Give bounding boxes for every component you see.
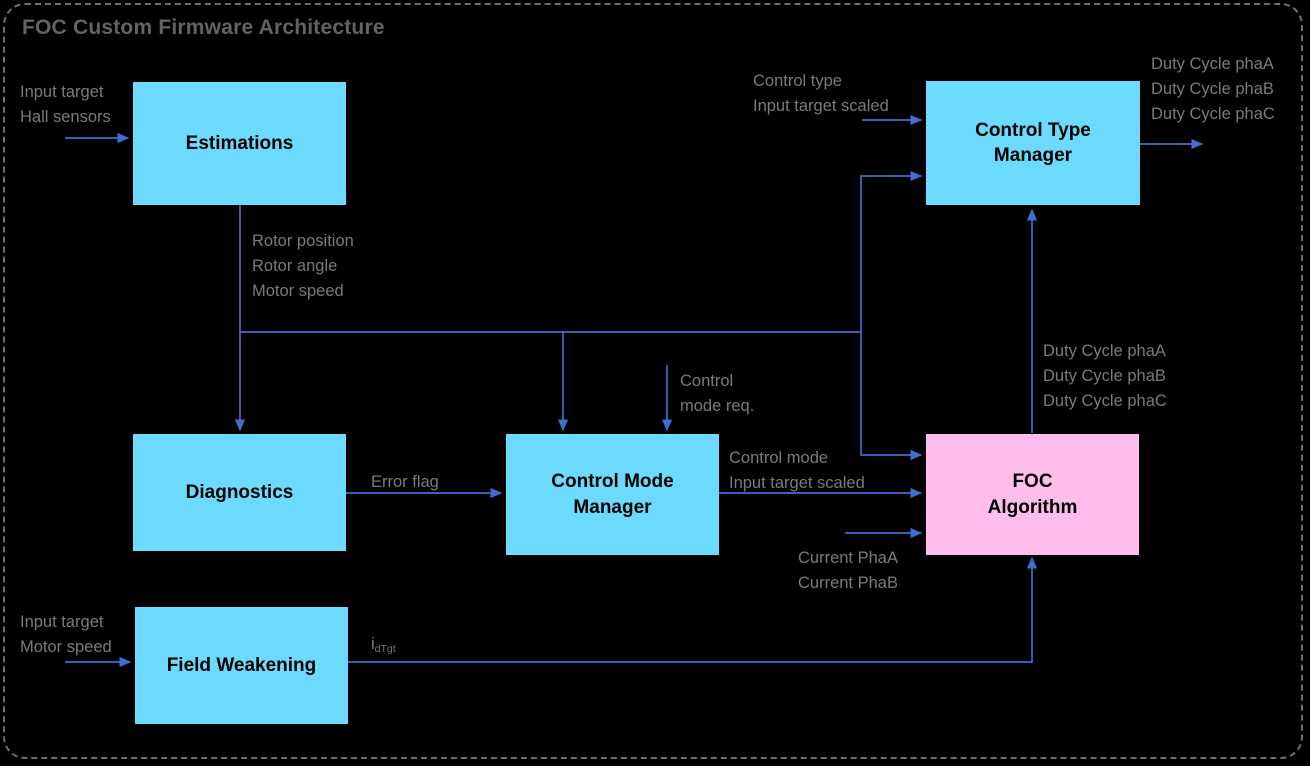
diagram-title: FOC Custom Firmware Architecture	[22, 16, 385, 39]
label-idtgt-subscript: dTgt	[374, 643, 396, 655]
node-estimations[interactable]: Estimations	[133, 82, 346, 205]
label-error-flag: Error flag	[371, 473, 439, 491]
edge-field-weakening-to-foc	[348, 556, 1038, 663]
node-control-mode-manager[interactable]: Control Mode Manager	[506, 434, 719, 555]
node-field-weakening-label: Field Weakening	[166, 654, 317, 676]
label-current-phases: Current PhaA Current PhaB	[798, 549, 898, 593]
label-field-weakening-input: Input target Motor speed	[20, 613, 112, 657]
label-control-mode-output: Control mode Input target scaled	[729, 449, 865, 493]
node-control-type-manager-label: Control Type Manager	[975, 119, 1091, 166]
label-idtgt-base: i	[371, 635, 375, 653]
label-control-mode-req: Control mode req.	[680, 372, 755, 416]
node-diagnostics-label: Diagnostics	[185, 481, 294, 503]
node-field-weakening[interactable]: Field Weakening	[135, 607, 348, 724]
node-foc-algorithm[interactable]: FOC Algorithm	[926, 434, 1139, 555]
label-field-weakening-output: idTgt	[371, 632, 396, 657]
node-foc-algorithm-label: FOC Algorithm	[987, 471, 1078, 518]
label-control-type-output: Duty Cycle phaA Duty Cycle phaB Duty Cyc…	[1151, 55, 1275, 124]
label-control-type-input: Control type Input target scaled	[753, 72, 889, 116]
label-estimations-input: Input target Hall sensors	[20, 83, 111, 127]
node-diagnostics[interactable]: Diagnostics	[133, 434, 346, 551]
label-estimations-output: Rotor position Rotor angle Motor speed	[252, 232, 354, 301]
edge-bus-to-control-type-manager	[860, 170, 923, 332]
node-control-type-manager[interactable]: Control Type Manager	[926, 81, 1140, 205]
node-control-mode-manager-label: Control Mode Manager	[551, 471, 674, 518]
node-estimations-label: Estimations	[185, 132, 294, 154]
edge-bus-to-foc-algorithm	[860, 332, 923, 461]
label-foc-duty-cycle: Duty Cycle phaA Duty Cycle phaB Duty Cyc…	[1043, 342, 1167, 411]
